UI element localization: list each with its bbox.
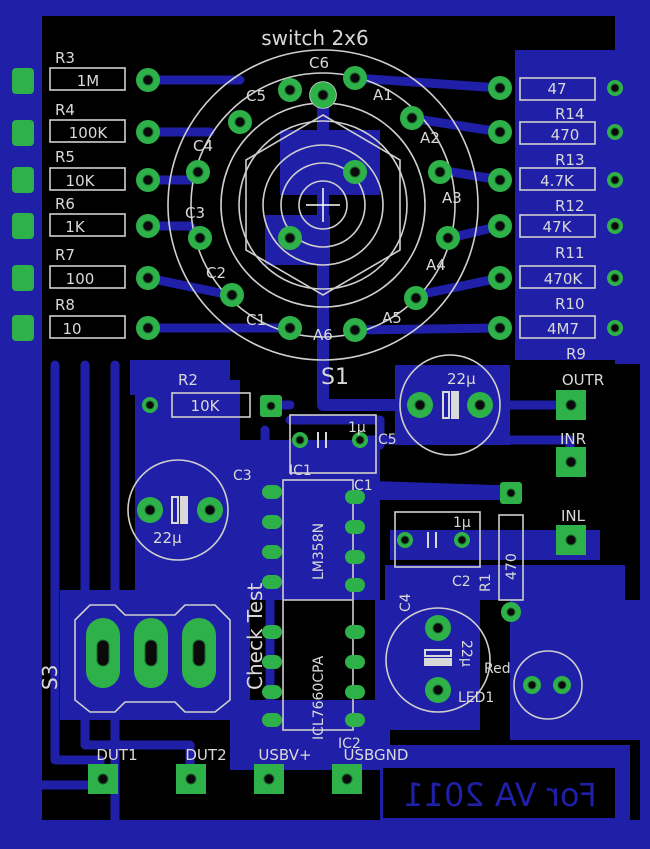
board-title: switch 2x6 [261, 26, 369, 50]
s3-label: S3 [38, 665, 62, 690]
s3-outline [74, 604, 231, 713]
pin-a5: A5 [382, 309, 402, 327]
r14-ref: R14 [555, 105, 585, 123]
outr-label: OUTR [562, 371, 604, 389]
r1-value: 470 [504, 553, 520, 580]
led-ref: LED1 [458, 690, 494, 706]
r2-ref: R2 [178, 371, 198, 389]
footer-plate [383, 768, 615, 818]
r1-body [498, 514, 524, 601]
pin-c1: C1 [246, 311, 266, 329]
pin-c4: C4 [193, 137, 213, 155]
r1-ref: R1 [478, 573, 494, 592]
r4-ref: R4 [55, 101, 75, 119]
pin-c3: C3 [185, 204, 205, 222]
pin-c5: C5 [246, 87, 266, 105]
r12-ref: R12 [555, 197, 585, 215]
r6-ref: R6 [55, 195, 75, 213]
left-resistors [49, 67, 126, 339]
r2-value: 10K [191, 397, 221, 415]
r9-value: 4M7 [547, 320, 579, 338]
resistor-body [49, 315, 126, 339]
c5-outline [289, 414, 377, 474]
usbgnd-label: USBGND [344, 746, 409, 764]
check-test-label: Check Test [243, 583, 267, 690]
pin-c6: C6 [309, 54, 329, 72]
left-resistor-labels: R3 1M R4 100K R5 10K R6 1K R7 100 R8 10 [55, 49, 108, 338]
r11-ref: R11 [555, 244, 585, 262]
r3-ref: R3 [55, 49, 75, 67]
pin-a3: A3 [442, 189, 462, 207]
right-resistor-labels: 47 R14 470 R13 4.7K R12 47K R11 470K R10… [540, 80, 586, 363]
r10-ref: R10 [555, 295, 585, 313]
c4-ref: C4 [398, 593, 414, 612]
r6-value: 1K [65, 218, 86, 236]
cap-top-outline [399, 354, 501, 456]
r8-ref: R8 [55, 296, 75, 314]
r4-value: 100K [69, 124, 109, 142]
resistor-body [49, 119, 126, 143]
c2-ref: C2 [452, 574, 471, 590]
pin-a4: A4 [426, 256, 446, 274]
r5-ref: R5 [55, 148, 75, 166]
dut1-label: DUT1 [96, 746, 137, 764]
r13-ref: R13 [555, 151, 585, 169]
r14-value: 47 [547, 80, 566, 98]
resistor-body [49, 67, 126, 91]
dut2-label: DUT2 [185, 746, 226, 764]
footer-text: For VA 2011 [403, 776, 597, 814]
r5-value: 10K [66, 172, 96, 190]
ic-outline [282, 479, 354, 731]
r10-value: 470K [544, 270, 584, 288]
c4-value: 22µ [458, 640, 474, 667]
pin-a6: A6 [313, 326, 333, 344]
r7-value: 100 [66, 270, 95, 288]
r13-value: 470 [551, 126, 580, 144]
pin-a1: A1 [373, 86, 393, 104]
ic2-part: ICL7660CPA [311, 655, 327, 740]
c5-value: 1µ [348, 420, 366, 436]
pin-c2: C2 [206, 264, 226, 282]
c3-ref: C3 [233, 468, 252, 484]
cap-top-value: 22µ [447, 370, 476, 388]
c3-outline [127, 459, 229, 561]
cap-marks [171, 391, 459, 666]
ic1-part: LM358N [311, 523, 327, 580]
r12-value: 4.7K [540, 172, 575, 190]
resistor-body [49, 265, 126, 289]
inl-label: INL [561, 507, 586, 525]
right-resistors [519, 77, 596, 339]
switch-label: S1 [321, 365, 349, 390]
pads [12, 66, 623, 794]
c1-outline [394, 511, 481, 568]
ic2-ref: IC2 [338, 736, 361, 752]
led-outline [513, 650, 583, 720]
led-color: Red [484, 661, 511, 677]
r7-ref: R7 [55, 246, 75, 264]
c1-ref: C1 [354, 478, 373, 494]
c3-value: 22µ [153, 529, 182, 547]
c4-outline [385, 607, 491, 713]
usbv-label: USBV+ [258, 746, 311, 764]
c5-ref: C5 [378, 432, 397, 448]
r2-body [171, 392, 251, 418]
pin-a2: A2 [420, 129, 440, 147]
ic1-ref: IC1 [289, 463, 312, 479]
resistor-body [49, 167, 126, 191]
r11-value: 47K [543, 218, 573, 236]
r3-value: 1M [77, 72, 100, 90]
inr-label: INR [560, 430, 586, 448]
r9-ref: R9 [566, 345, 586, 363]
c1-value: 1µ [453, 515, 471, 531]
resistor-body [49, 213, 126, 237]
r8-value: 10 [62, 320, 81, 338]
